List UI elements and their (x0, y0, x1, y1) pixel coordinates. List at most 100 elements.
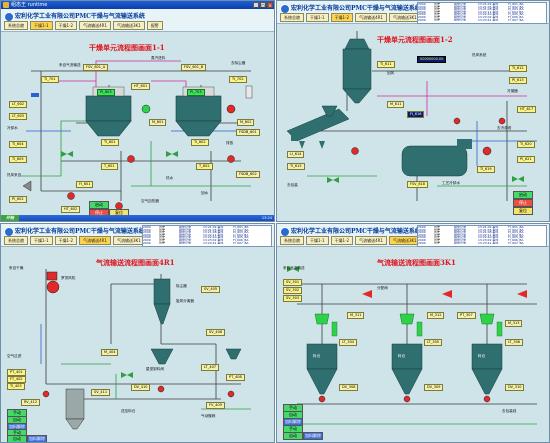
tag[interactable]: TI_612 (509, 65, 527, 72)
tag[interactable]: M_611 (387, 101, 405, 108)
tag[interactable]: T_602 (196, 163, 213, 170)
nav-dryer-1-2[interactable]: 干燥1-2 (330, 236, 354, 245)
tag[interactable]: FT_402 (7, 376, 26, 383)
tag[interactable]: M_313 (505, 320, 523, 327)
tag[interactable]: FSDB_602 (236, 171, 260, 178)
window-titlebar[interactable]: 组态王 runtime _ □ × (1, 1, 274, 9)
tag[interactable]: PI_621 (517, 156, 535, 163)
tag[interactable]: PI_703 (187, 89, 205, 96)
tag[interactable]: M_404 (101, 349, 119, 356)
tag[interactable]: LT_602 (9, 101, 28, 108)
tag[interactable]: HT_602 (61, 206, 81, 213)
tag[interactable]: FV_409 (206, 402, 225, 409)
tag[interactable]: PT_401 (7, 369, 26, 376)
nav-overview[interactable]: 系统总貌 (4, 236, 28, 245)
nav-convey-4r1[interactable]: 气流输送4R1 (79, 21, 111, 30)
nav-overview[interactable]: 系统总貌 (280, 236, 304, 245)
tag[interactable]: TI_611 (377, 61, 395, 68)
start-menu-button[interactable]: 开始 (1, 215, 19, 221)
auto-button[interactable]: 自动 (7, 435, 27, 442)
tag[interactable]: SV_303 (283, 295, 303, 302)
tag[interactable]: HT_617 (517, 106, 537, 113)
nav-convey-4r1[interactable]: 气流输送4R1 (79, 236, 111, 245)
tag[interactable]: TI_701 (41, 76, 59, 83)
tag[interactable]: M_601 (149, 119, 167, 126)
tag[interactable]: T_601 (101, 163, 118, 170)
nav-dryer-1-2[interactable]: 干燥1-2 (54, 236, 78, 245)
minimize-icon[interactable]: _ (253, 2, 259, 8)
tag[interactable]: DV_309 (424, 384, 444, 391)
tag[interactable]: FSV_618 (407, 181, 428, 188)
feed-release-button[interactable]: 加料解除 (303, 432, 323, 440)
tag[interactable]: TI_605 (9, 156, 27, 163)
start-button[interactable]: 启动 (513, 191, 533, 199)
tag[interactable]: FSDB_601 (236, 129, 260, 136)
tag[interactable]: LT_306 (505, 339, 524, 346)
tag[interactable]: SV_302 (283, 287, 303, 294)
tag[interactable]: FSV_601_B (181, 64, 207, 71)
tag[interactable]: LI_614 (287, 151, 305, 158)
maximize-icon[interactable]: □ (260, 2, 266, 8)
tag[interactable]: LT_304 (339, 339, 358, 346)
nav-overview[interactable]: 系统总貌 (4, 21, 28, 30)
dryer-fd02-1 (342, 38, 372, 104)
reset-button[interactable]: 复位 (513, 207, 533, 215)
tag[interactable]: LT_305 (424, 339, 443, 346)
process-diagram (40, 269, 251, 430)
tag[interactable]: TI_620 (517, 141, 535, 148)
tag[interactable]: TI_802 (191, 139, 209, 146)
tag[interactable]: PI_603 (97, 89, 115, 96)
tag[interactable]: M_312 (427, 312, 445, 319)
tag[interactable]: TI_702 (229, 76, 247, 83)
nav-convey-4r1[interactable]: 气流输送4R1 (355, 13, 387, 22)
nav-convey-4r1[interactable]: 气流输送4R1 (355, 236, 387, 245)
start-button[interactable]: 启动 (89, 201, 109, 209)
tag[interactable]: DV_308 (339, 384, 359, 391)
note: 热水 (166, 176, 174, 180)
tag[interactable]: LT_407 (201, 364, 220, 371)
process-diagram (286, 31, 537, 201)
tag[interactable]: PT_408 (226, 374, 245, 381)
tag[interactable]: FI_601 (76, 181, 94, 188)
tag[interactable]: FI_616 (407, 111, 425, 118)
tag[interactable]: TI_403 (7, 383, 25, 390)
nav-overview[interactable]: 系统总貌 (280, 13, 304, 22)
tag[interactable]: SV_406 (206, 329, 226, 336)
nav-dryer-1-2[interactable]: 干燥1-2 (330, 13, 354, 22)
tag[interactable]: PI_602 (9, 196, 27, 203)
tag[interactable]: TI_801 (101, 139, 119, 146)
note: 去包装线 (502, 409, 517, 413)
nav-convey-3k1[interactable]: 气流输送3K1 (112, 21, 145, 30)
tag[interactable]: PI_613 (509, 77, 527, 84)
tag[interactable]: PT_307 (457, 312, 476, 319)
nav-dryer-1-1[interactable]: 干燥1-1 (306, 236, 329, 245)
tag[interactable]: TI_615 (287, 163, 305, 170)
tag[interactable]: RV_412 (21, 399, 41, 406)
stop-button[interactable]: 停止 (513, 199, 533, 207)
nav-alarm[interactable]: 报警 (146, 21, 163, 30)
nav-dryer-1-1[interactable]: 干燥1-1 (30, 21, 53, 30)
tag[interactable]: TI_604 (9, 141, 27, 148)
tag[interactable]: HT_601 (131, 83, 151, 90)
tag[interactable]: LT_603 (9, 113, 28, 120)
tag[interactable]: SV_301 (283, 279, 303, 286)
nav-dryer-1-1[interactable]: 干燥1-1 (306, 13, 329, 22)
tag[interactable]: M_602 (237, 119, 255, 126)
tag[interactable]: SV_411 (91, 389, 111, 396)
tag[interactable]: M_311 (347, 312, 365, 319)
tag[interactable]: DV_410 (131, 384, 151, 391)
feed-release-button[interactable]: 加料解除 (27, 435, 47, 442)
nav-dryer-1-2[interactable]: 干燥1-2 (54, 21, 78, 30)
nav-dryer-1-1[interactable]: 干燥1-1 (30, 236, 53, 245)
close-icon[interactable]: × (267, 2, 273, 8)
tag[interactable]: TI_619 (477, 166, 495, 173)
tag[interactable]: SV_405 (201, 286, 221, 293)
tag[interactable]: FSV_601_A (83, 64, 109, 71)
auto-button[interactable]: 自动 (283, 432, 303, 440)
valve-icon (403, 395, 411, 403)
tag[interactable]: DV_310 (505, 384, 525, 391)
